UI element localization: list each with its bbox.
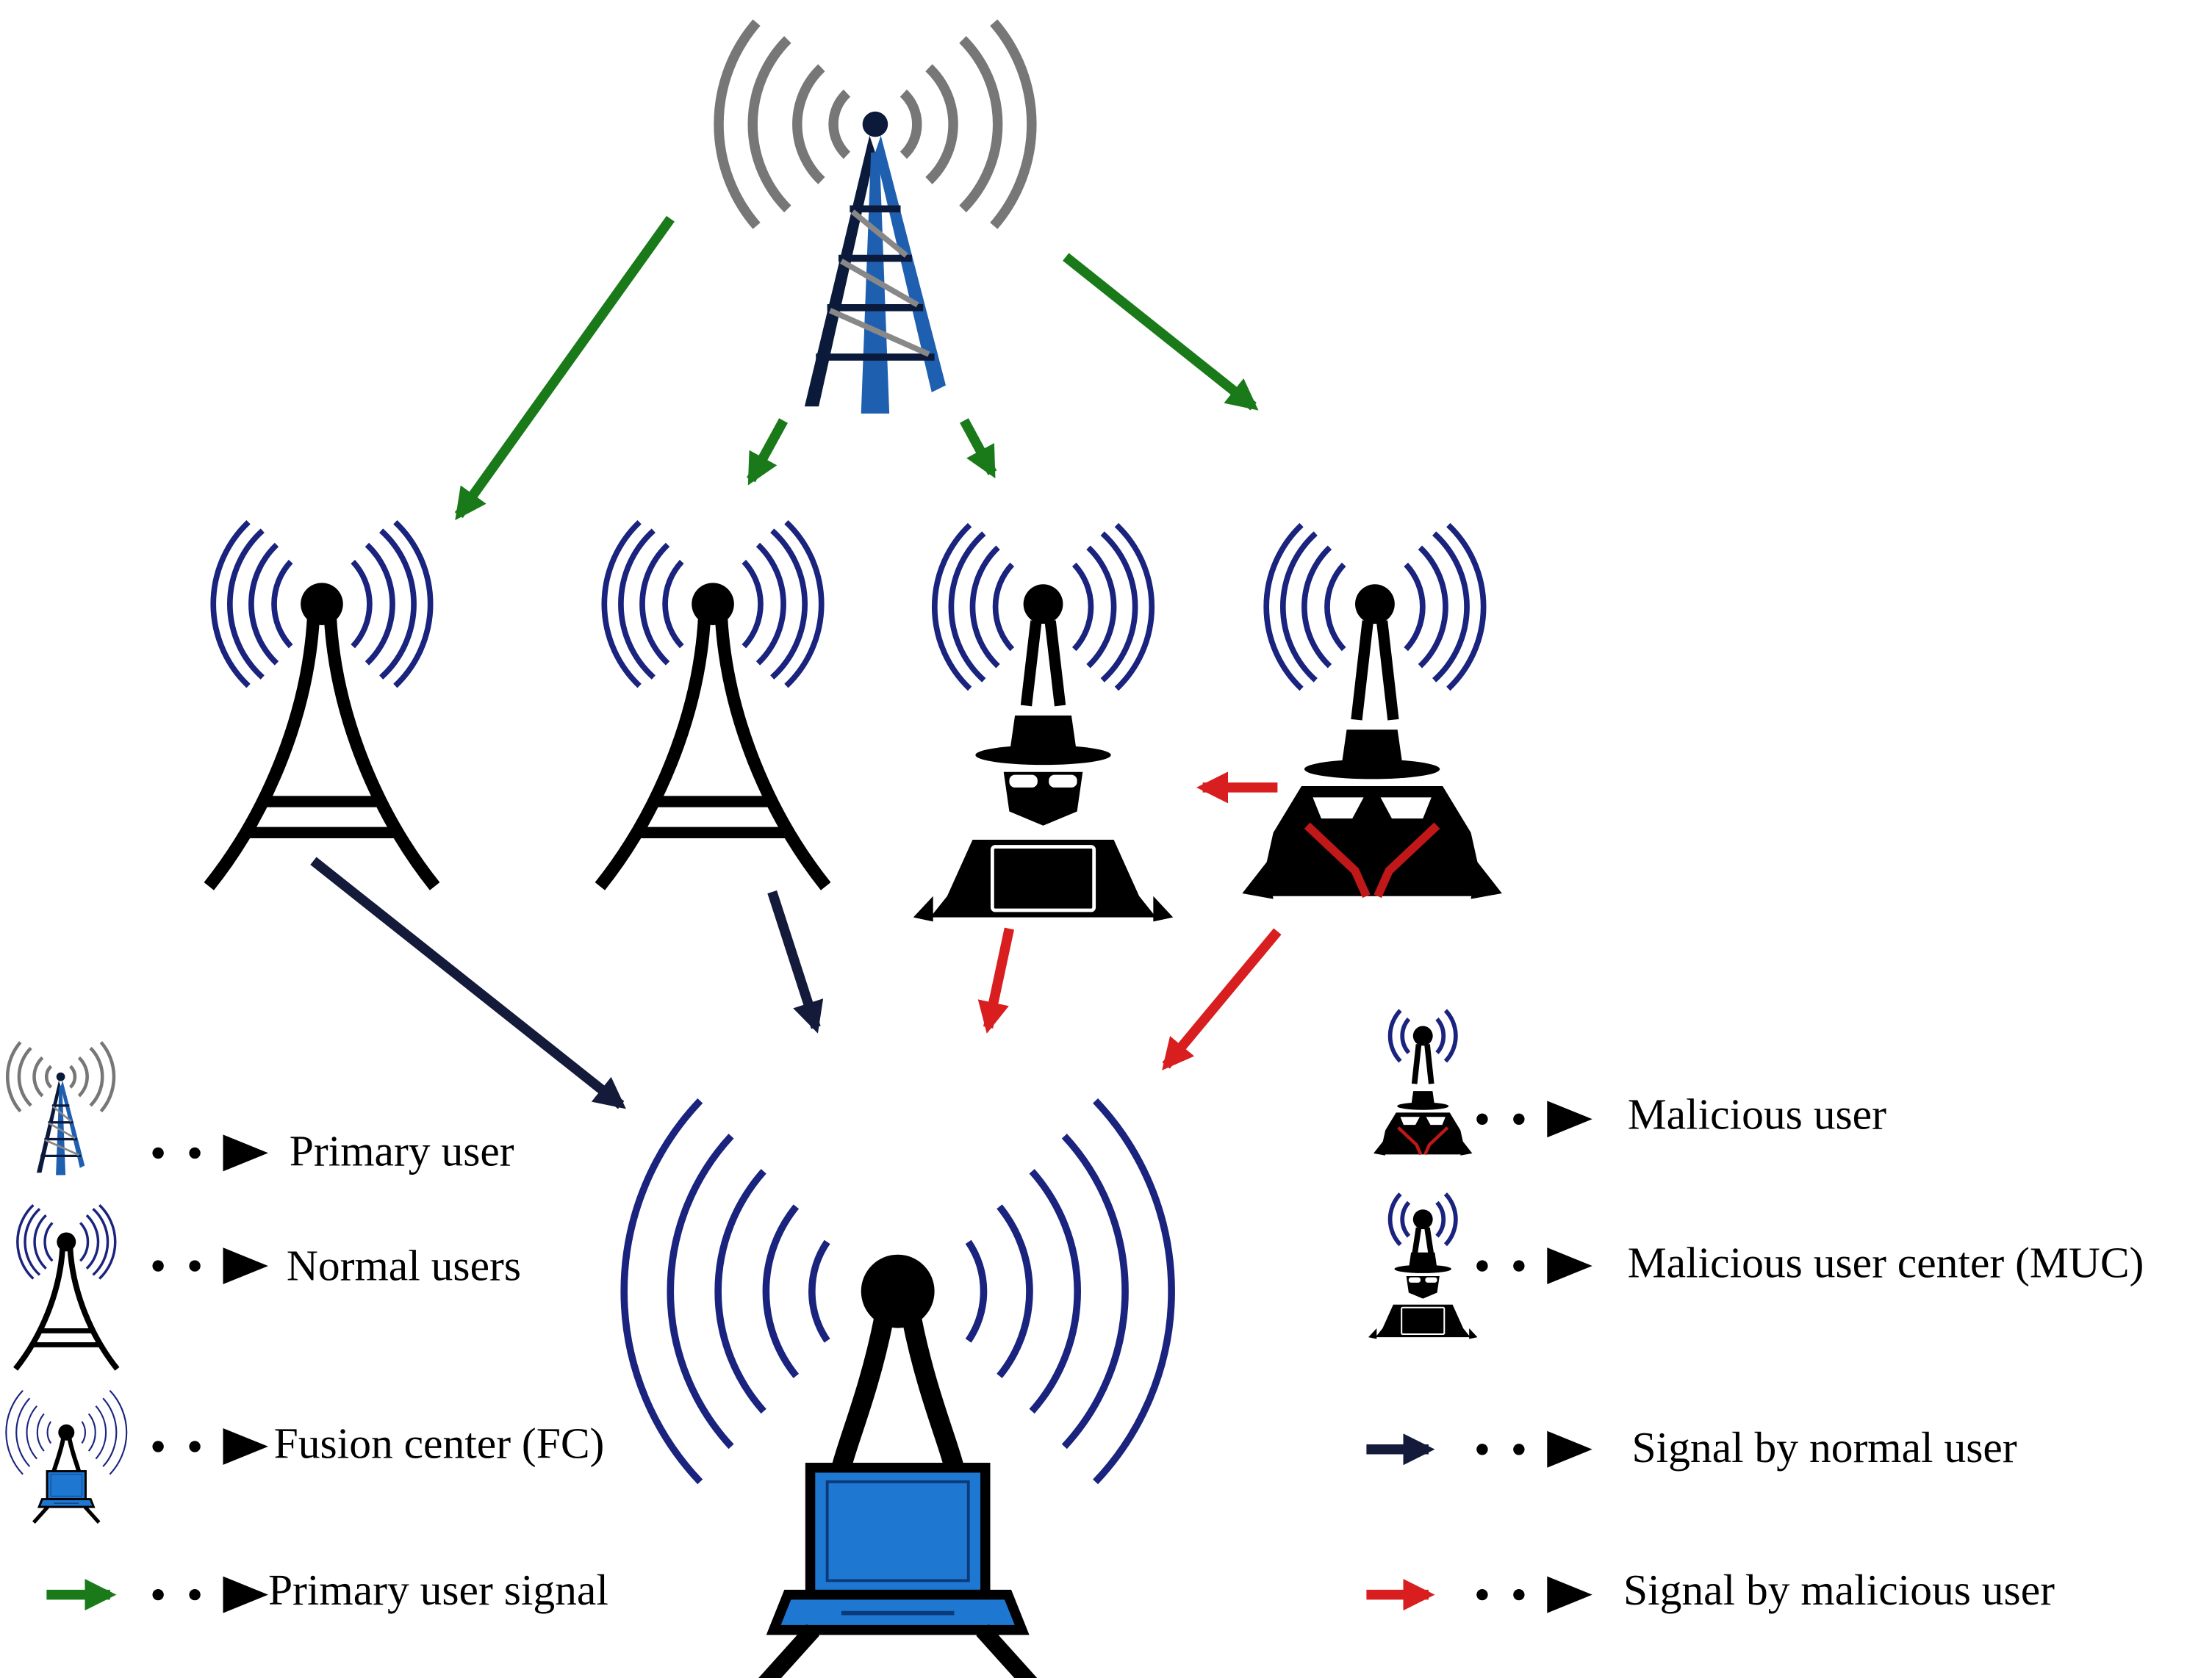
malicious-user-icon bbox=[1242, 522, 1501, 899]
arrow-primary-to-muc bbox=[1063, 253, 1259, 411]
legend-normal-users-label: Normal users bbox=[287, 1241, 521, 1289]
legend-signal-normal-label: Signal by normal user bbox=[1632, 1423, 2017, 1472]
legend-malicious-user-label: Malicious user bbox=[1628, 1090, 1886, 1139]
legend-primary-user-label: Primary user bbox=[290, 1127, 514, 1175]
malicious-user-center-icon bbox=[913, 522, 1173, 922]
legend-primary-user-icon bbox=[7, 1043, 114, 1175]
legend-dots-arrow bbox=[1476, 1430, 1592, 1468]
legend-signal-malicious-label: Signal by malicious user bbox=[1623, 1566, 2055, 1614]
legend-right: Malicious user Malicious user center (MU… bbox=[1366, 1009, 2144, 1614]
arrow-muc-to-fc bbox=[977, 927, 1014, 1034]
legend-malicious-user-center-icon bbox=[1368, 1192, 1479, 1340]
arrow-primary-to-normal-2 bbox=[747, 418, 788, 486]
legend-dots-arrow bbox=[1476, 1247, 1592, 1285]
legend-dots-arrow bbox=[152, 1576, 268, 1613]
legend-dots-arrow bbox=[1476, 1576, 1592, 1613]
legend-primary-user-signal-label: Primary user signal bbox=[268, 1566, 608, 1614]
legend-dots-arrow bbox=[152, 1427, 268, 1465]
primary-user-signal-arrows bbox=[454, 215, 1259, 521]
normal-user-tower-icon bbox=[600, 522, 825, 887]
legend-fusion-center-icon bbox=[6, 1391, 126, 1523]
legend-malicious-user-center-label: Malicious user center (MUC) bbox=[1628, 1238, 2144, 1286]
legend-dots-arrow bbox=[1476, 1101, 1592, 1138]
legend-dots-arrow bbox=[152, 1134, 268, 1172]
legend-malicious-user-icon bbox=[1373, 1009, 1472, 1155]
arrow-primary-to-normal-1 bbox=[454, 215, 675, 521]
legend-left: Primary user Normal users Fusion center … bbox=[6, 1043, 608, 1614]
fusion-center-icon bbox=[624, 1101, 1171, 1678]
arrow-normal-2-to-fc bbox=[767, 890, 824, 1034]
primary-user-tower-icon bbox=[719, 23, 1032, 414]
legend-fusion-center-label: Fusion center (FC) bbox=[274, 1419, 605, 1467]
normal-user-tower-icon bbox=[209, 522, 434, 887]
legend-dots-arrow bbox=[152, 1247, 268, 1285]
arrow-normal-1-to-fc bbox=[310, 857, 626, 1109]
arrow-mu-to-fc bbox=[1162, 928, 1282, 1070]
arrow-primary-to-mu bbox=[960, 418, 997, 479]
legend-normal-user-icon bbox=[15, 1205, 117, 1369]
